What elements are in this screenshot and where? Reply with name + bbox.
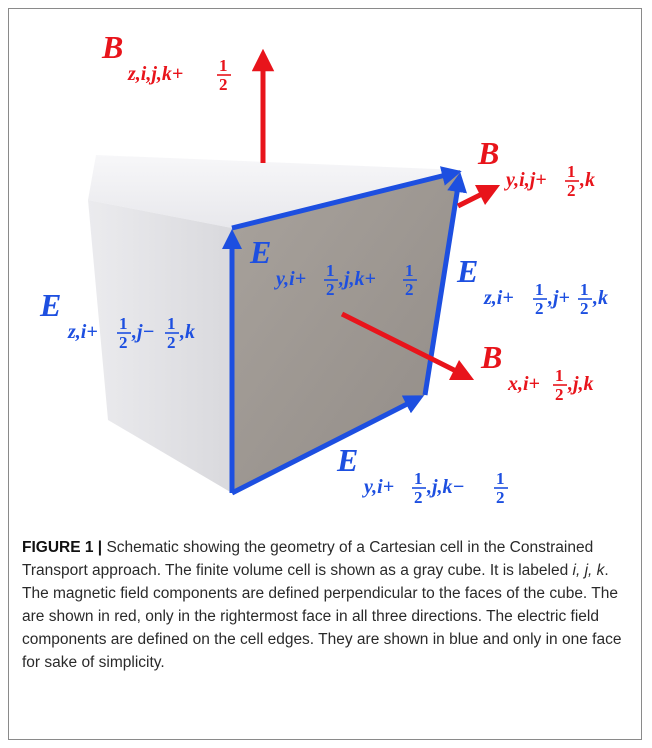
label-b-x-num: 1 bbox=[555, 366, 564, 385]
label-b-x-sub1: x,i+ bbox=[507, 373, 540, 395]
label-b-z-num: 1 bbox=[219, 56, 228, 75]
label-e-bottom-den1: 2 bbox=[414, 488, 423, 507]
label-b-y-den: 2 bbox=[567, 181, 576, 200]
cell-diagram: B z,i,j,k+ 1 2 B y,i,j+ 1 2 ,k B x,i+ 1 … bbox=[39, 29, 608, 507]
label-e-top-num1: 1 bbox=[326, 261, 335, 280]
label-b-y-sub2: ,k bbox=[579, 169, 595, 191]
cube-front-face bbox=[232, 170, 460, 493]
label-e-right-sub2: ,j+ bbox=[547, 287, 570, 309]
label-e-bottom: E y,i+ 1 2 ,j,k− 1 2 bbox=[336, 442, 508, 507]
label-e-bottom-num1: 1 bbox=[414, 469, 423, 488]
e-edge-top bbox=[231, 166, 462, 231]
caption-text-1: Schematic showing the geometry of a Cart… bbox=[22, 539, 594, 579]
label-e-left-sub3: ,k bbox=[179, 321, 195, 343]
label-e-bottom-sub2: ,j,k− bbox=[426, 476, 465, 498]
b-arrow-x bbox=[340, 311, 475, 381]
label-b-z-den: 2 bbox=[219, 75, 228, 94]
label-b-x-den: 2 bbox=[555, 385, 564, 404]
caption-label: FIGURE 1 | bbox=[22, 539, 103, 556]
label-e-top-den1: 2 bbox=[326, 280, 335, 299]
label-e-bottom-main: E bbox=[336, 442, 358, 478]
label-e-top-sub2: ,j,k+ bbox=[338, 268, 376, 290]
label-e-right-den1: 2 bbox=[535, 299, 544, 318]
label-e-right-num1: 1 bbox=[535, 280, 544, 299]
label-e-left-sub2: ,j− bbox=[131, 321, 155, 343]
label-e-top-num2: 1 bbox=[405, 261, 414, 280]
label-e-bottom-den2: 2 bbox=[496, 488, 505, 507]
figure-caption: FIGURE 1 | Schematic showing the geometr… bbox=[22, 536, 628, 674]
label-e-left-den1: 2 bbox=[119, 333, 128, 352]
label-e-left-num1: 1 bbox=[119, 314, 128, 333]
label-e-right-sub3: ,k bbox=[592, 287, 608, 309]
label-e-left-num2: 1 bbox=[167, 314, 176, 333]
caption-text-2: . The magnetic field components are defi… bbox=[22, 562, 622, 671]
label-b-y-sub1: y,i,j+ bbox=[504, 169, 547, 191]
label-b-y-num: 1 bbox=[567, 162, 576, 181]
label-e-bottom-sub1: y,i+ bbox=[362, 476, 394, 498]
label-e-right: E z,i+ 1 2 ,j+ 1 2 ,k bbox=[456, 253, 608, 318]
label-e-right-num2: 1 bbox=[580, 280, 589, 299]
cube-left-face bbox=[88, 200, 232, 493]
b-arrow-y bbox=[456, 184, 501, 209]
label-b-x-sub2: ,j,k bbox=[567, 373, 594, 395]
label-e-top-sub1: y,i+ bbox=[274, 268, 306, 290]
label-b-z: B z,i,j,k+ 1 2 bbox=[101, 29, 231, 94]
label-b-z-main: B bbox=[101, 29, 123, 65]
label-b-y: B y,i,j+ 1 2 ,k bbox=[477, 135, 595, 200]
label-b-y-main: B bbox=[477, 135, 499, 171]
label-e-top: E y,i+ 1 2 ,j,k+ 1 2 bbox=[249, 234, 417, 299]
label-e-right-main: E bbox=[456, 253, 478, 289]
label-e-bottom-num2: 1 bbox=[496, 469, 505, 488]
label-e-top-den2: 2 bbox=[405, 280, 414, 299]
label-e-left-den2: 2 bbox=[167, 333, 176, 352]
label-e-left: E z,i+ 1 2 ,j− 1 2 ,k bbox=[39, 287, 195, 352]
e-edge-bottom bbox=[230, 395, 425, 496]
label-e-top-main: E bbox=[249, 234, 271, 270]
label-e-right-den2: 2 bbox=[580, 299, 589, 318]
label-e-left-sub1: z,i+ bbox=[67, 321, 98, 343]
cube-top-face bbox=[88, 155, 460, 228]
caption-indices: i, j, k bbox=[572, 562, 605, 579]
label-e-left-main: E bbox=[39, 287, 61, 323]
label-b-z-sub: z,i,j,k+ bbox=[127, 63, 183, 85]
label-b-x: B x,i+ 1 2 ,j,k bbox=[480, 339, 594, 404]
label-b-x-main: B bbox=[480, 339, 502, 375]
label-e-right-sub1: z,i+ bbox=[483, 287, 514, 309]
